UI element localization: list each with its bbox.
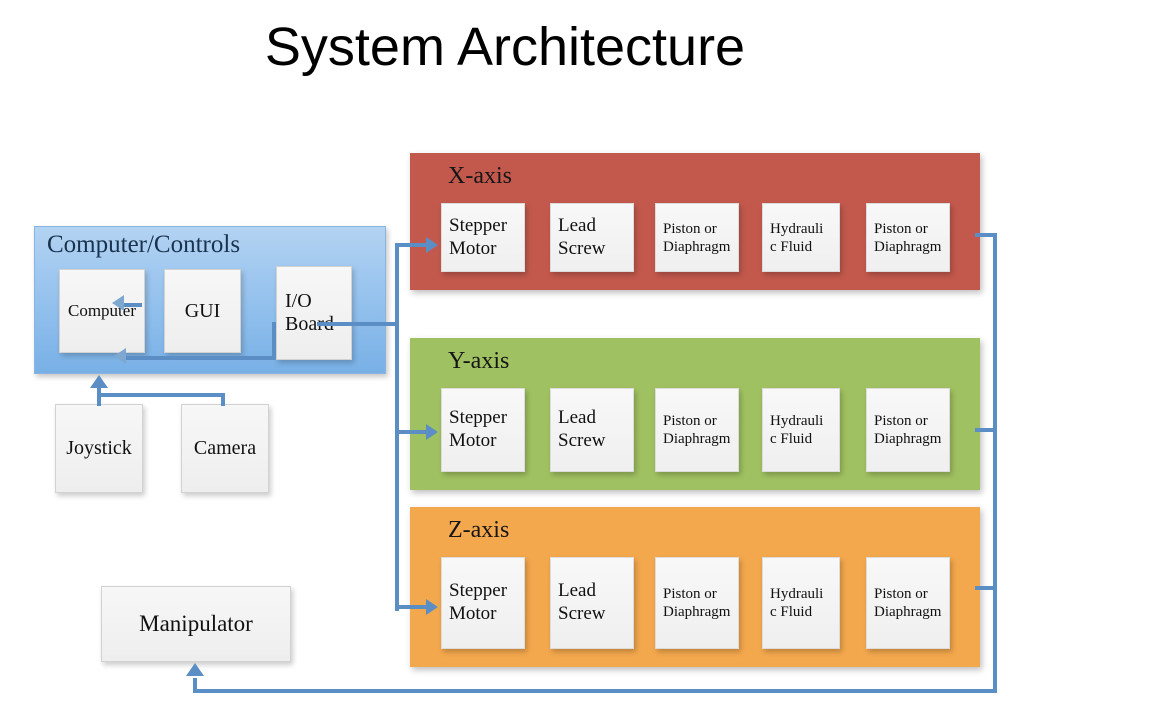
arrow-to-y-axis-icon xyxy=(426,424,438,440)
axis-cell-line2: Diaphragm xyxy=(874,604,942,620)
connector-io-feedback-horizontal xyxy=(124,356,276,360)
connector-return-to-manipulator xyxy=(193,689,997,693)
manipulator-box[interactable]: Manipulator xyxy=(101,586,291,662)
axis-cell-line1: Lead xyxy=(558,580,596,602)
connector-return-bus-vertical xyxy=(993,233,997,693)
axis-cell-line1: Hydrauli xyxy=(770,586,824,602)
manipulator-box-label: Manipulator xyxy=(139,610,253,636)
connector-z-axis-return xyxy=(975,586,997,590)
connector-joystick-riser xyxy=(97,393,101,406)
axis-cell[interactable]: Hydrauli c Fluid xyxy=(762,388,840,472)
axis-cell-line2: Motor xyxy=(449,237,497,259)
io-board-box[interactable]: I/O Board xyxy=(276,266,352,360)
axis-cell-line1: Hydrauli xyxy=(770,220,824,237)
axis-label: Y-axis xyxy=(448,348,510,374)
axis-cell-line2: Diaphragm xyxy=(663,238,731,255)
page-title: System Architecture xyxy=(264,17,746,77)
axis-cell[interactable]: Piston or Diaphragm xyxy=(655,557,739,649)
arrow-gui-to-computer-icon xyxy=(112,295,124,311)
connector-io-feedback-vertical xyxy=(272,322,276,360)
axis-cell[interactable]: Piston or Diaphragm xyxy=(866,557,950,649)
connector-manipulator-riser xyxy=(193,678,197,692)
computer-controls-label: Computer/Controls xyxy=(47,231,241,258)
connector-axis-distribution-bus xyxy=(395,245,399,611)
axis-cell-line2: Diaphragm xyxy=(663,604,731,620)
axis-cell-line1: Lead xyxy=(558,407,596,429)
axis-cell[interactable]: Piston or Diaphragm xyxy=(866,388,950,472)
axis-cell-line1: Piston or xyxy=(663,586,717,602)
connector-to-z-axis xyxy=(395,605,428,609)
connector-gui-to-computer xyxy=(122,303,142,307)
axis-cell-line2: Screw xyxy=(558,430,606,451)
axis-cell-line2: c Fluid xyxy=(770,431,813,447)
axis-cell-line1: Lead xyxy=(558,214,596,236)
gui-box-label: GUI xyxy=(184,299,221,322)
axis-cell-line1: Stepper xyxy=(449,214,508,236)
axis-cell-line1: Hydrauli xyxy=(770,413,824,429)
axis-cell-line1: Stepper xyxy=(449,407,508,429)
axis-cell-line2: Diaphragm xyxy=(874,431,942,447)
joystick-box[interactable]: Joystick xyxy=(55,404,143,493)
connector-peripherals-bus xyxy=(97,393,225,397)
axis-label: X-axis xyxy=(448,163,512,189)
axis-cell[interactable]: Piston or Diaphragm xyxy=(655,388,739,472)
axis-cell-line1: Piston or xyxy=(663,220,717,237)
axis-cell-line2: Screw xyxy=(558,603,606,624)
arrow-to-x-axis-icon xyxy=(426,237,438,253)
axis-cell-line2: c Fluid xyxy=(770,238,813,255)
connector-io-output xyxy=(317,322,399,326)
connector-to-x-axis xyxy=(395,243,428,247)
axis-cell-line2: Diaphragm xyxy=(874,238,942,255)
axis-cell-line1: Piston or xyxy=(874,413,928,429)
computer-controls-panel[interactable]: Computer/Controls Computer GUI I/O Board xyxy=(34,226,386,374)
axis-cell-line2: Motor xyxy=(449,603,497,624)
axis-label: Z-axis xyxy=(448,517,510,543)
axis-cell[interactable]: Hydrauli c Fluid xyxy=(762,557,840,649)
io-board-label-line1: I/O xyxy=(285,290,312,312)
arrow-into-manipulator-icon xyxy=(186,663,204,676)
io-board-label-line2: Board xyxy=(285,313,334,335)
connector-to-y-axis xyxy=(395,430,428,434)
connector-peripherals-trunk xyxy=(97,379,101,397)
camera-box-label: Camera xyxy=(193,437,257,459)
gui-box[interactable]: GUI xyxy=(164,269,241,353)
axis-cell-line2: Screw xyxy=(558,237,606,259)
camera-box[interactable]: Camera xyxy=(181,404,269,493)
connector-camera-riser xyxy=(221,393,225,406)
axis-cell-line1: Piston or xyxy=(663,413,717,429)
computer-box[interactable]: Computer xyxy=(59,269,145,353)
axis-cell-line2: Motor xyxy=(449,430,497,451)
arrow-peripherals-to-computer-icon xyxy=(90,375,108,388)
connector-y-axis-return xyxy=(975,428,997,432)
axis-cell-line1: Stepper xyxy=(449,580,508,602)
joystick-box-label: Joystick xyxy=(66,437,132,459)
axis-cell-line2: c Fluid xyxy=(770,604,813,620)
axis-cell-line2: Diaphragm xyxy=(663,431,731,447)
arrow-to-z-axis-icon xyxy=(426,599,438,615)
arrow-io-to-computer-icon xyxy=(114,348,126,364)
axis-cell-line1: Piston or xyxy=(874,586,928,602)
axis-cell-line1: Piston or xyxy=(874,220,928,237)
connector-x-axis-return xyxy=(975,233,997,237)
